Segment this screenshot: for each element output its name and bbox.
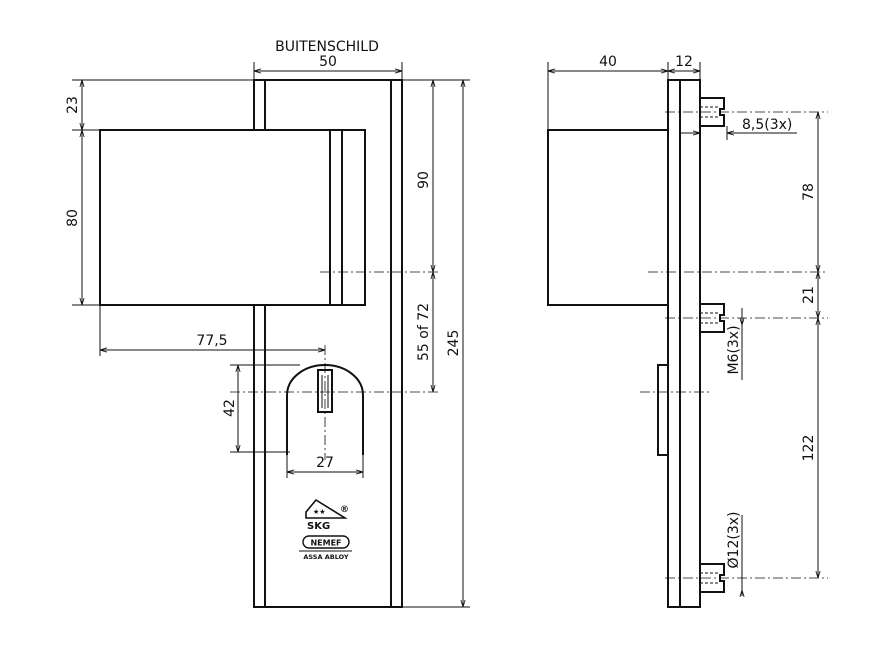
svg-text:SKG: SKG: [307, 521, 330, 532]
dim-width: 50: [319, 54, 337, 70]
dim-plate-thickness: 12: [675, 54, 693, 70]
view-title: BUITENSCHILD: [275, 39, 379, 55]
dim-handle-to-cylinder: 77,5: [196, 333, 227, 349]
side-view: 40 12 8,5(3x) 78 21 122 M6(3x) Ø12(3x): [547, 54, 828, 608]
dim-middle: 21: [801, 286, 817, 304]
dim-total-height: 245: [446, 330, 462, 357]
dim-upper: 78: [801, 183, 817, 201]
svg-text:NEMEF: NEMEF: [310, 539, 341, 548]
dim-top: 23: [65, 96, 81, 114]
dim-lower: 122: [801, 435, 817, 462]
dim-handle-height: 80: [65, 209, 81, 227]
dim-cylinder-width: 27: [316, 455, 334, 471]
thread-label: M6(3x): [726, 325, 742, 374]
svg-text:★★: ★★: [313, 508, 326, 516]
dim-center-distance: 55 of 72: [416, 303, 432, 361]
dim-top-to-axis: 90: [416, 171, 432, 189]
dim-cylinder-height: 42: [222, 399, 238, 417]
nemef-assa-abloy-logo: NEMEF ASSA ABLOY: [299, 535, 352, 561]
skg-logo: ★★ ® SKG: [305, 498, 349, 532]
studs: [700, 97, 725, 593]
svg-text:ASSA ABLOY: ASSA ABLOY: [303, 553, 349, 561]
dim-stud: 8,5(3x): [742, 117, 792, 133]
handle: [99, 129, 366, 306]
front-view: BUITENSCHILD 50 23 80: [65, 39, 470, 608]
diameter-label: Ø12(3x): [726, 512, 742, 569]
svg-text:®: ®: [340, 505, 349, 515]
dim-handle-depth: 40: [599, 54, 617, 70]
